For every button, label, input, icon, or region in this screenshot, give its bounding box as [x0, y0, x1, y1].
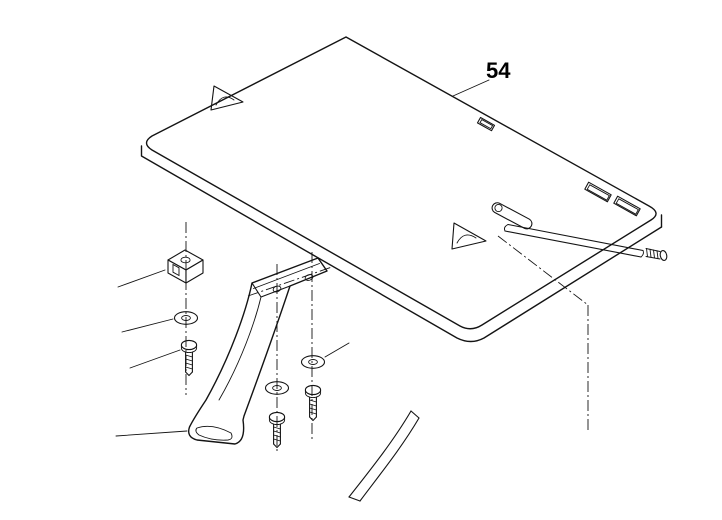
support-bracket-outline: [187, 257, 328, 445]
edge-slot-2: [613, 195, 641, 217]
rod-screw-head: [659, 250, 668, 261]
edge-slot-1: [584, 181, 612, 203]
leader-clip: [117, 269, 166, 288]
label-leader-line: [452, 79, 490, 97]
panel-left-thickness-edge: [140, 145, 663, 343]
latch-rod: [503, 223, 644, 258]
clip-bracket: [167, 249, 204, 284]
clip-hole: [180, 256, 191, 264]
centerline-bracket-plate: [247, 266, 333, 297]
latch-slot-hole: [494, 203, 503, 213]
center-lines: [185, 222, 589, 452]
leader-screw-1: [129, 349, 181, 369]
center-mount-boss: [451, 222, 487, 250]
washer-2: [300, 355, 326, 369]
bracket-foot-pad: [195, 425, 233, 441]
leader-washer-1: [121, 318, 174, 333]
leader-lines: [115, 269, 350, 437]
leader-washer-2: [324, 342, 350, 358]
screw-1: [180, 339, 198, 377]
trim-strip: [348, 410, 420, 502]
screw-2: [304, 384, 322, 422]
leader-bracket: [115, 430, 188, 437]
table-top-panel: [140, 36, 663, 343]
corner-mount-boss: [210, 85, 244, 111]
rod-screw: [645, 248, 668, 261]
support-bracket: [187, 257, 328, 445]
panel-top-surface: [145, 36, 657, 330]
part-number-label: 54: [486, 58, 511, 83]
small-latch-slot: [476, 116, 496, 132]
